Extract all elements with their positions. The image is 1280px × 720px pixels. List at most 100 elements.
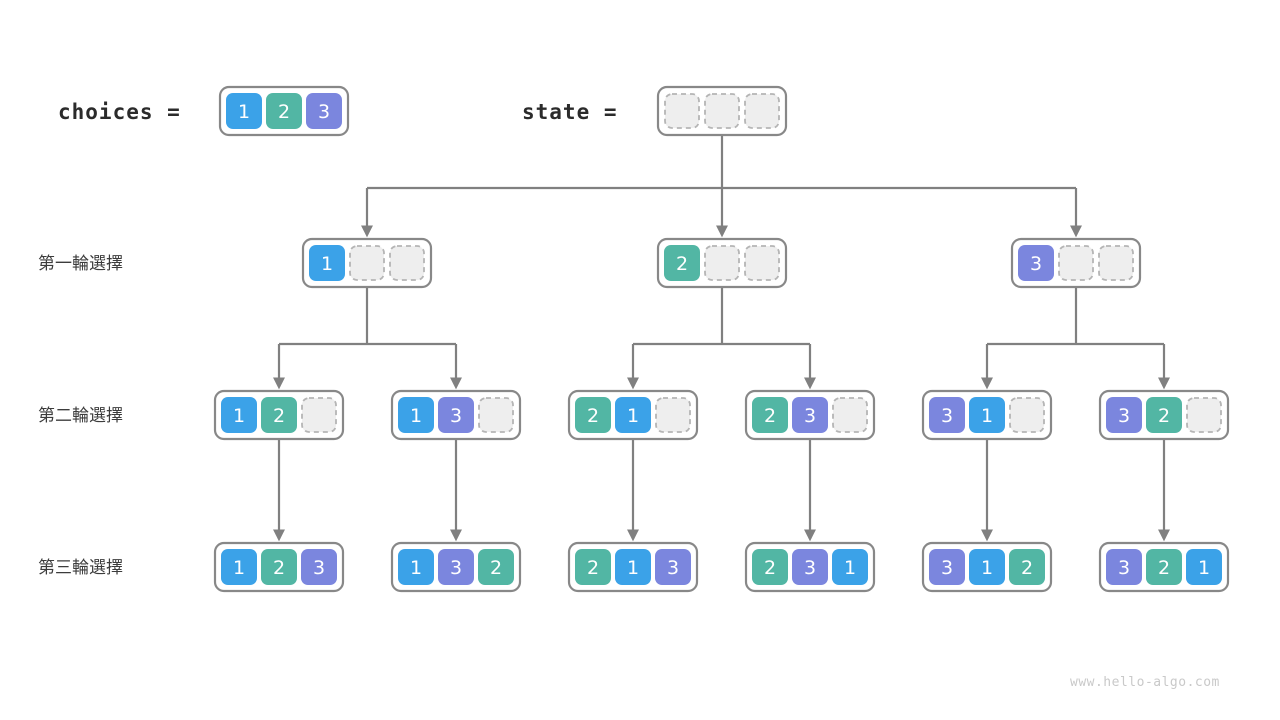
filled-cell: [1106, 397, 1142, 433]
filled-cell: [1146, 549, 1182, 585]
cell-value: 3: [1118, 557, 1130, 579]
node-n-132: 1 3 2: [390, 541, 522, 593]
empty-cell: [1186, 397, 1222, 433]
cell-value: 3: [804, 405, 816, 427]
filled-cell: [832, 549, 868, 585]
filled-cell: [221, 549, 257, 585]
filled-cell: [261, 549, 297, 585]
cell-value: 2: [273, 557, 285, 579]
empty-cell: [664, 93, 700, 129]
edge-group: [272, 135, 1171, 542]
cell-value: 2: [587, 557, 599, 579]
filled-cell: [664, 245, 700, 281]
filled-cell: [1146, 397, 1182, 433]
empty-cell: [744, 93, 780, 129]
filled-cell: [438, 397, 474, 433]
node-n-2: 2: [656, 237, 788, 289]
filled-cell: [1018, 245, 1054, 281]
cell-value: 2: [273, 405, 285, 427]
cell-value: 1: [233, 405, 245, 427]
empty-cell: [389, 245, 425, 281]
cell-value: 3: [450, 557, 462, 579]
filled-cell: [301, 549, 337, 585]
row-label-round-3: 第三輪選擇: [38, 558, 123, 578]
cell-value: 3: [1118, 405, 1130, 427]
filled-cell: [792, 549, 828, 585]
node-n-1: 1: [301, 237, 433, 289]
choices-array: 1 2 3: [218, 85, 350, 137]
cell-value: 2: [1158, 405, 1170, 427]
cell-value: 1: [321, 253, 333, 275]
filled-cell: [929, 397, 965, 433]
empty-cell: [832, 397, 868, 433]
cell-value: 3: [941, 405, 953, 427]
cell-value: 2: [676, 253, 688, 275]
node-n-231: 2 3 1: [744, 541, 876, 593]
filled-cell: [266, 93, 302, 129]
cell-value: 3: [450, 405, 462, 427]
filled-cell: [969, 549, 1005, 585]
empty-cell: [301, 397, 337, 433]
cell-value: 2: [587, 405, 599, 427]
cell-value: 1: [844, 557, 856, 579]
cell-value: 2: [1021, 557, 1033, 579]
node-n-123: 1 2 3: [213, 541, 345, 593]
cell-value: 3: [941, 557, 953, 579]
filled-cell: [615, 549, 651, 585]
empty-cell: [655, 397, 691, 433]
empty-cell: [1058, 245, 1094, 281]
watermark-text: www.hello-algo.com: [1070, 675, 1220, 690]
state-array: [656, 85, 788, 137]
empty-cell: [478, 397, 514, 433]
empty-cell: [704, 93, 740, 129]
cell-value: 2: [764, 557, 776, 579]
filled-cell: [261, 397, 297, 433]
filled-cell: [1009, 549, 1045, 585]
cell-value: 2: [764, 405, 776, 427]
cell-value: 2: [1158, 557, 1170, 579]
filled-cell: [929, 549, 965, 585]
cell-value: 1: [627, 405, 639, 427]
row-label-round-1: 第一輪選擇: [38, 254, 123, 274]
filled-cell: [438, 549, 474, 585]
cell-value: 3: [667, 557, 679, 579]
cell-value: 3: [804, 557, 816, 579]
cell-value: 2: [278, 101, 290, 123]
state-label: state =: [522, 100, 618, 124]
cell-value: 1: [981, 405, 993, 427]
filled-cell: [969, 397, 1005, 433]
filled-cell: [1186, 549, 1222, 585]
filled-cell: [752, 397, 788, 433]
filled-cell: [226, 93, 262, 129]
cell-value: 1: [238, 101, 250, 123]
cell-value: 2: [490, 557, 502, 579]
empty-cell: [704, 245, 740, 281]
cell-value: 1: [233, 557, 245, 579]
filled-cell: [306, 93, 342, 129]
cell-value: 3: [1030, 253, 1042, 275]
filled-cell: [398, 397, 434, 433]
filled-cell: [655, 549, 691, 585]
filled-cell: [575, 397, 611, 433]
empty-cell: [1009, 397, 1045, 433]
empty-cell: [1098, 245, 1134, 281]
choices-label: choices =: [58, 100, 181, 124]
cell-value: 1: [410, 557, 422, 579]
node-n-3: 3: [1010, 237, 1142, 289]
cell-value: 1: [627, 557, 639, 579]
empty-cell: [349, 245, 385, 281]
filled-cell: [1106, 549, 1142, 585]
node-n-213: 2 1 3: [567, 541, 699, 593]
cell-value: 3: [318, 101, 330, 123]
filled-cell: [792, 397, 828, 433]
cell-value: 3: [313, 557, 325, 579]
